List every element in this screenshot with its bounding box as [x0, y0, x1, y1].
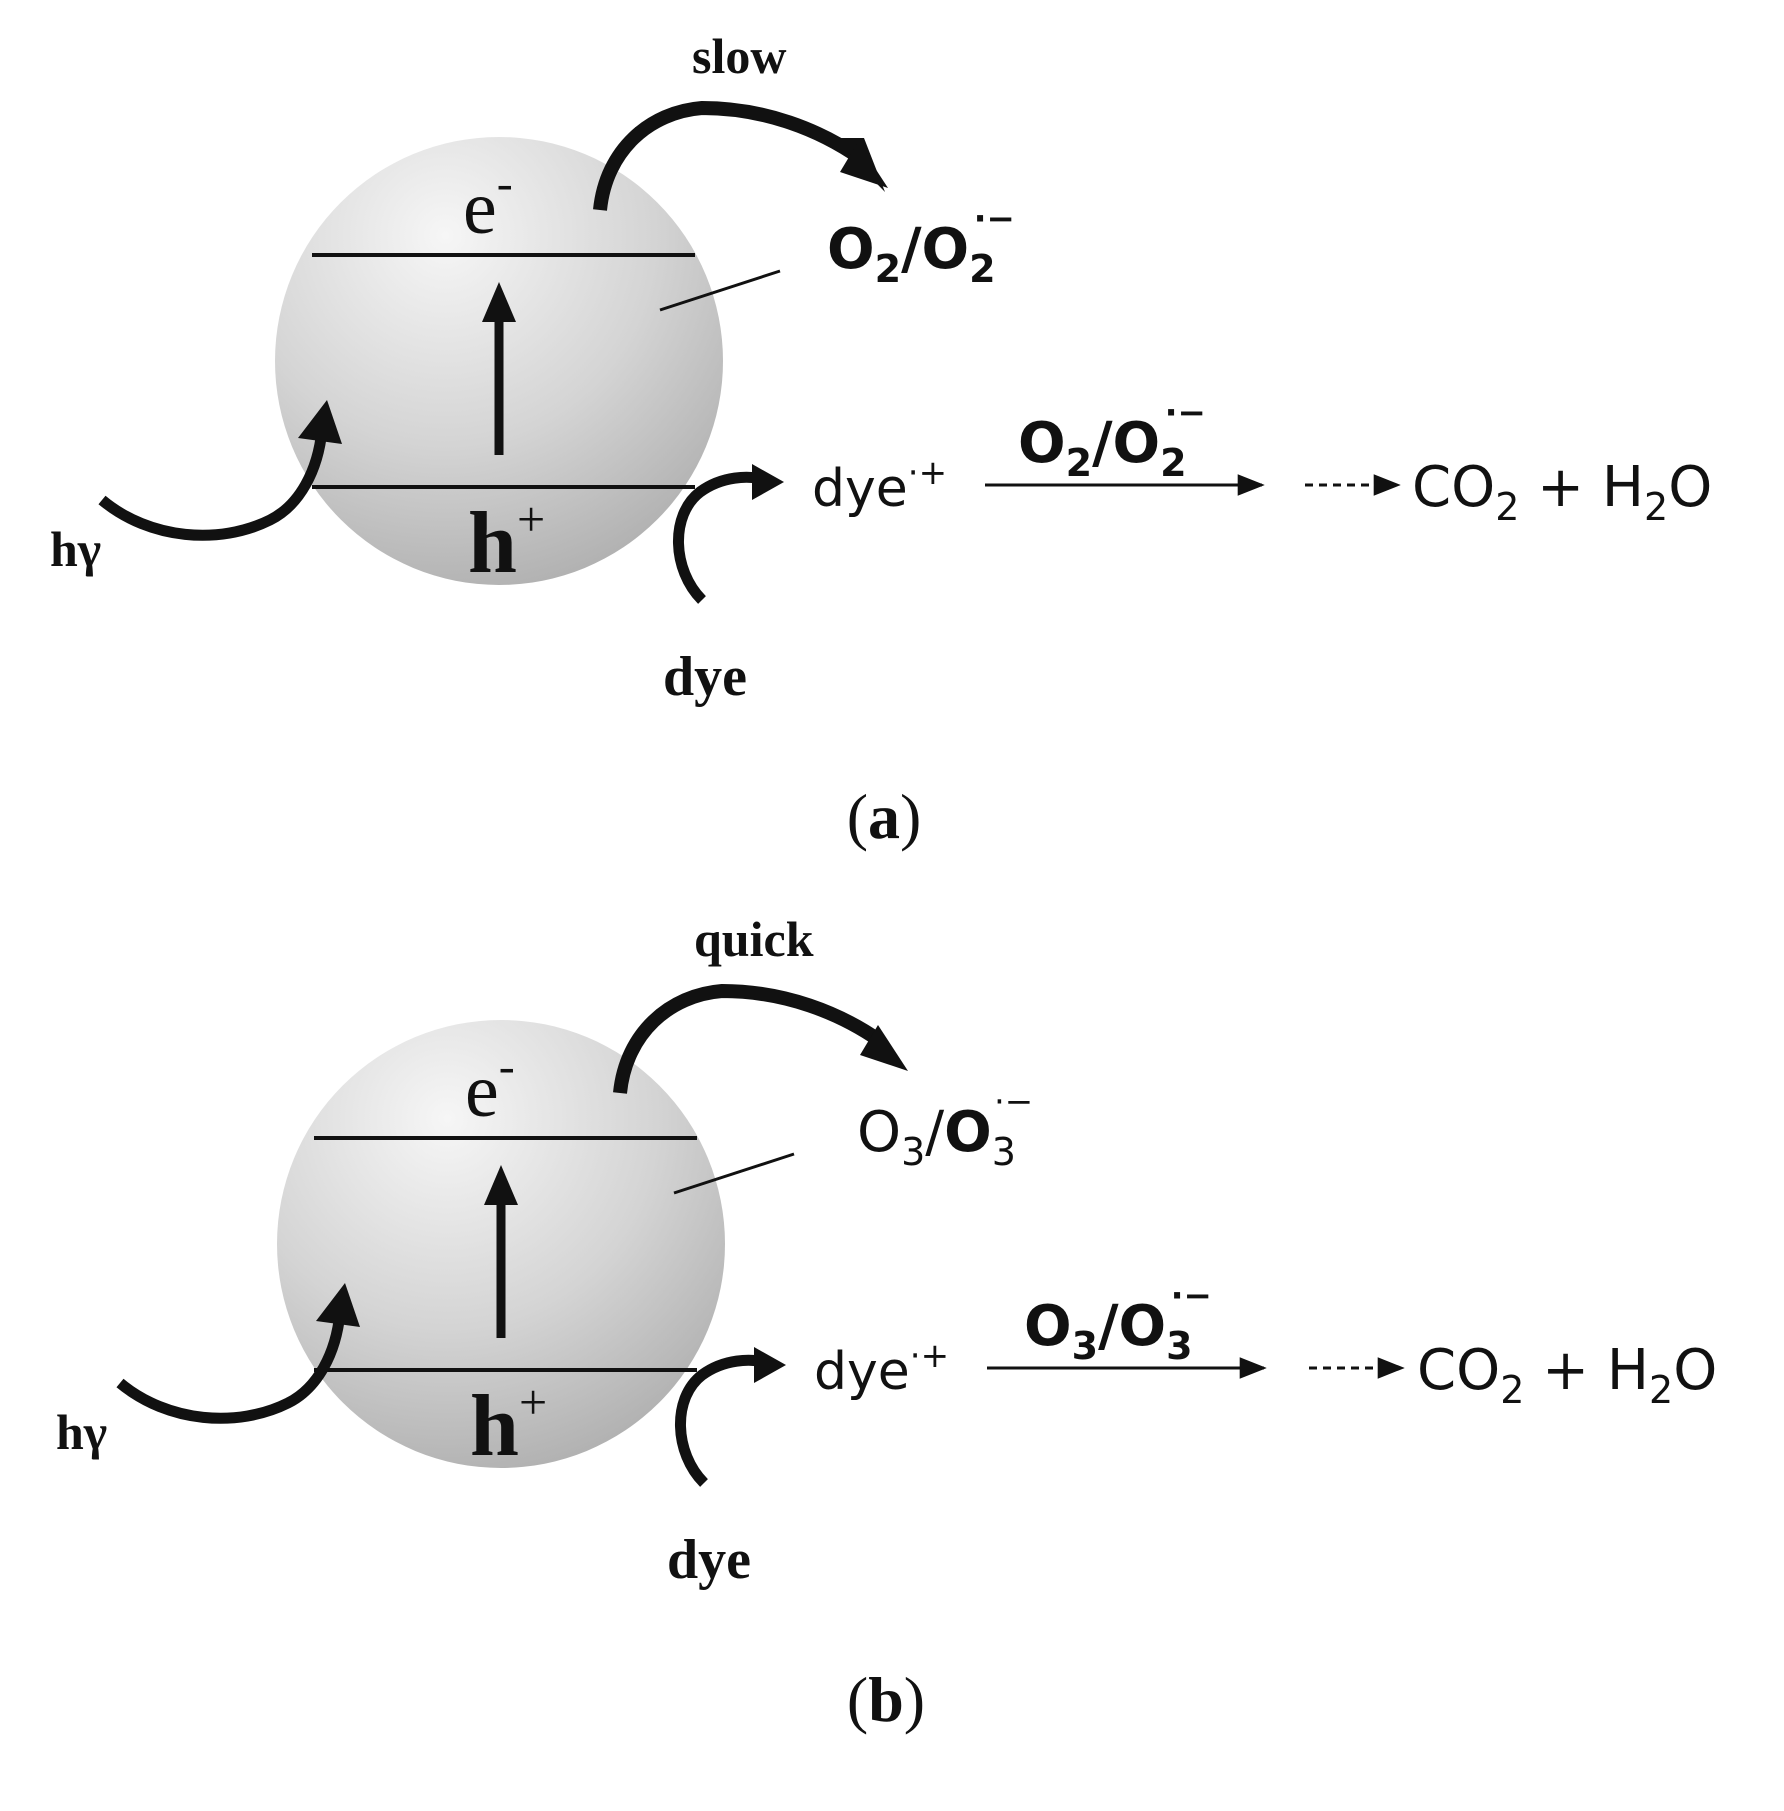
electron-label: e- — [463, 157, 513, 250]
mineralization-products: CO2 + H2O — [1412, 455, 1712, 529]
leader-line — [659, 269, 781, 312]
excitation-arrow — [484, 1165, 518, 1338]
excitation-arrow — [482, 282, 516, 455]
panel-b: e- h+ quick O3/O3·− hγ dye dye·+ O3/O3·− — [56, 911, 1717, 1735]
panel-label: (b) — [847, 1664, 925, 1735]
mineralization-products: CO2 + H2O — [1417, 1338, 1717, 1412]
electron-transfer-arrow — [613, 983, 908, 1094]
panel-a: e- h+ slow O2/O2·− hγ dye — [50, 28, 1712, 852]
hole-label: h+ — [468, 491, 545, 592]
reagent-over-arrow: O3/O3·− — [1024, 1276, 1212, 1368]
light-absorption-arrow — [116, 1283, 360, 1424]
hole-oxidation-arrow — [675, 1347, 786, 1487]
rate-label: slow — [692, 28, 786, 84]
dye-label: dye — [667, 1529, 751, 1591]
rate-label: quick — [694, 911, 814, 967]
oxygen-couple-label: O2/O2·− — [827, 199, 1015, 291]
dye-radical-cation: dye·+ — [812, 453, 947, 519]
leader-line — [673, 1152, 795, 1195]
light-label: hγ — [56, 1404, 107, 1460]
ozone-couple-label: O3/O3·− — [857, 1082, 1033, 1174]
dye-label: dye — [663, 646, 747, 708]
light-absorption-arrow — [98, 400, 342, 541]
light-label: hγ — [50, 521, 101, 577]
electron-transfer-arrow — [593, 100, 888, 211]
reagent-over-arrow: O2/O2·− — [1018, 393, 1206, 485]
dye-radical-cation: dye·+ — [814, 1336, 949, 1402]
panel-label: (a) — [847, 781, 922, 852]
electron-label: e- — [465, 1040, 515, 1133]
hole-oxidation-arrow — [673, 464, 784, 604]
hole-label: h+ — [470, 1374, 547, 1475]
